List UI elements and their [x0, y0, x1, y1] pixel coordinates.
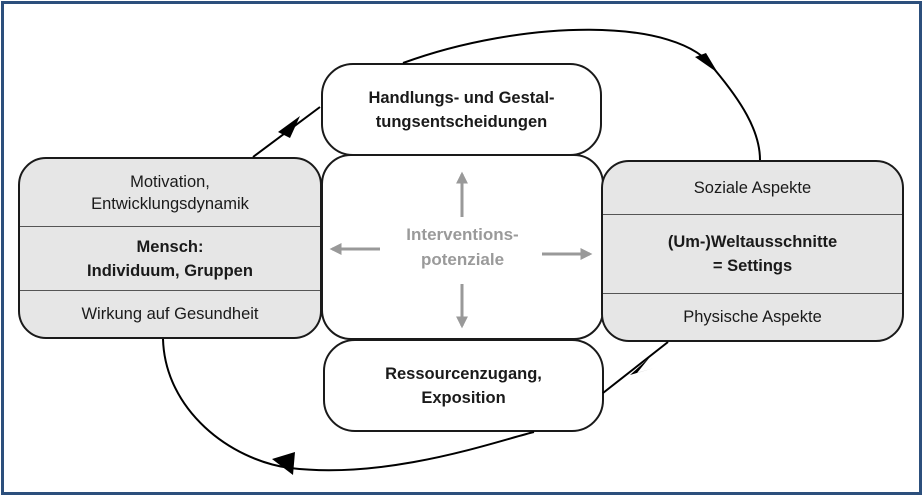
right-box-top-text: Soziale Aspekte: [693, 179, 812, 197]
bottom-box-line1: Ressourcenzugang,: [385, 364, 542, 383]
left-box-bottom-section: Wirkung auf Gesundheit: [20, 290, 320, 337]
right-box-bottom-section: Physische Aspekte: [603, 293, 902, 340]
arrow-top-to-right: [402, 28, 761, 161]
top-box-handlungsentscheidungen: Handlungs- und Gestal- tungsentscheidung…: [321, 63, 602, 156]
arrowhead-icon: [278, 116, 300, 138]
arrowhead-icon: [695, 53, 718, 73]
top-box-line2: tungsentscheidungen: [375, 112, 548, 131]
left-box-bottom-text: Wirkung auf Gesundheit: [81, 305, 259, 323]
left-box-middle-section: Mensch: Individuum, Gruppen: [20, 226, 320, 290]
center-box-line1: Interventions-: [406, 225, 519, 244]
left-box-middle-line1: Mensch:: [136, 237, 204, 256]
right-box-middle-section: (Um-)Weltausschnitte = Settings: [603, 214, 902, 293]
right-box-bottom-text: Physische Aspekte: [683, 308, 822, 326]
left-box-middle-line2: Individuum, Gruppen: [87, 261, 253, 280]
right-box-middle-line2: = Settings: [712, 257, 793, 275]
arrow-left-to-top: [252, 106, 321, 158]
right-box-middle-line1: (Um-)Weltausschnitte: [667, 233, 838, 251]
left-box-mensch: Motivation, Entwicklungsdynamik Mensch: …: [18, 157, 322, 339]
arrowhead-icon: [630, 357, 654, 375]
top-box-line1: Handlungs- und Gestal-: [368, 88, 555, 107]
arrow-right-to-bottom: [602, 341, 669, 394]
left-box-top-line2: Entwicklungsdynamik: [91, 194, 249, 213]
right-box-settings: Soziale Aspekte (Um-)Weltausschnitte = S…: [601, 160, 904, 342]
arrow-bottom-to-left: [162, 338, 535, 475]
center-box-line2: potenziale: [420, 250, 505, 269]
left-box-top-line1: Motivation,: [130, 172, 210, 191]
bottom-box-line2: Exposition: [421, 388, 506, 407]
bottom-box-ressourcenzugang: Ressourcenzugang, Exposition: [323, 339, 604, 432]
arrowhead-icon: [272, 452, 295, 475]
